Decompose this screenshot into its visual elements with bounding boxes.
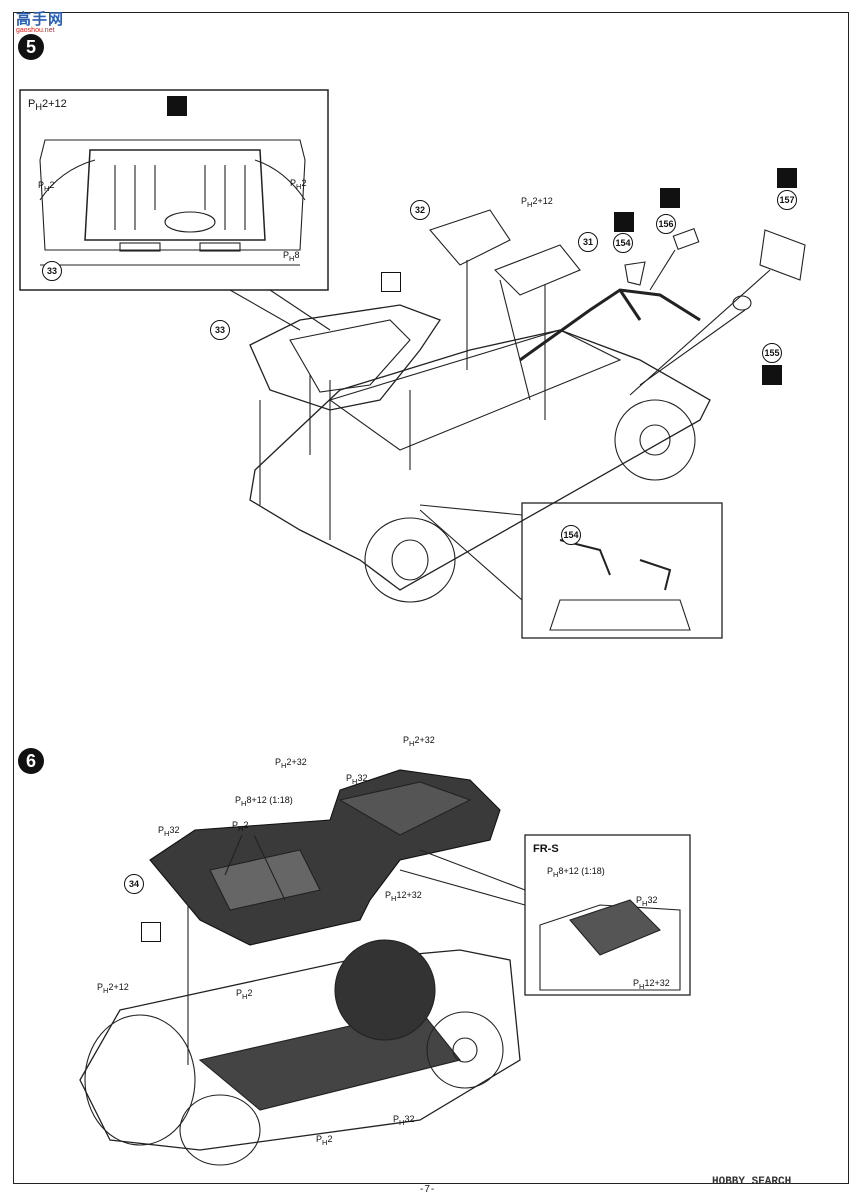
paint-code: 32 [169, 825, 180, 835]
paint-code: 2+32 [414, 735, 435, 745]
part-154-label: 154 [613, 233, 633, 253]
step-6-badge: 6 [18, 748, 44, 774]
paint-callout: PH2+32 [403, 735, 435, 748]
paint-callout: PH2 [316, 1134, 333, 1147]
paint-callout: PH32 [636, 895, 658, 908]
watermark-url: gaoshou.net [16, 27, 55, 34]
paint-callout: PH2+12 [28, 98, 67, 113]
paint-code: 12+32 [396, 890, 422, 900]
fr-s-text: FR-S [533, 843, 559, 855]
part-155-label: 155 [762, 343, 782, 363]
part-31-label: 31 [578, 232, 598, 252]
step-5-badge: 5 [18, 34, 44, 60]
paint-callout: PH32 [393, 1114, 415, 1127]
glue-icon [614, 212, 634, 232]
paint-callout: PH32 [346, 773, 368, 786]
page-number: -7- [420, 1184, 436, 1195]
fr-s-label: FR-S [533, 843, 559, 855]
paint-callout: PH2 [290, 178, 307, 191]
paint-code: 12+32 [644, 978, 670, 988]
no-glue-icon [381, 272, 401, 292]
paint-code: 32 [647, 895, 658, 905]
glue-icon [167, 96, 187, 116]
paint-callout: PH12+32 [633, 978, 670, 991]
paint-code: 2 [327, 1134, 333, 1144]
paint-callout: PH2 [232, 820, 249, 833]
watermark-site-name: 高手网 [16, 10, 65, 28]
part-32-label: 32 [410, 200, 430, 220]
paint-code: 2+32 [286, 757, 307, 767]
paint-code: 32 [404, 1114, 415, 1124]
paint-code: 2+12 [108, 982, 129, 992]
paint-code: 32 [357, 773, 368, 783]
page-frame [13, 12, 849, 1184]
paint-callout: PH32 [158, 825, 180, 838]
paint-code: 2+12 [532, 196, 553, 206]
paint-callout: PH12+32 [385, 890, 422, 903]
paint-callout: PH2+32 [275, 757, 307, 770]
paint-callout: PH8+12 (1:18) [547, 866, 605, 879]
paint-callout: PH8 [283, 250, 300, 263]
paint-callout: PH2 [38, 180, 55, 193]
glue-icon [762, 365, 782, 385]
paint-callout: PH2+12 [97, 982, 129, 995]
part-33-label: 33 [210, 320, 230, 340]
paint-callout: PH2+12 [521, 196, 553, 209]
paint-code: 8+12 (1:18) [246, 795, 293, 805]
part-154-label: 154 [561, 525, 581, 545]
part-33-label: 33 [42, 261, 62, 281]
paint-code: 2+12 [41, 98, 67, 110]
paint-code: 2 [247, 988, 253, 998]
watermark-logo: 高手网 gaoshou.net [16, 8, 78, 36]
glue-icon [777, 168, 797, 188]
paint-code: 8 [294, 250, 300, 260]
paint-code: 8+12 (1:18) [558, 866, 605, 876]
glue-icon [660, 188, 680, 208]
part-157-label: 157 [777, 190, 797, 210]
part-34-label: 34 [124, 874, 144, 894]
part-156-label: 156 [656, 214, 676, 234]
glue-icon [141, 922, 161, 942]
paint-code: 2 [301, 178, 307, 188]
paint-callout: PH8+12 (1:18) [235, 795, 293, 808]
paint-callout: PH2 [236, 988, 253, 1001]
paint-code: 2 [243, 820, 249, 830]
footer-watermark: HOBBY SEARCH [712, 1176, 792, 1188]
paint-code: 2 [49, 180, 55, 190]
